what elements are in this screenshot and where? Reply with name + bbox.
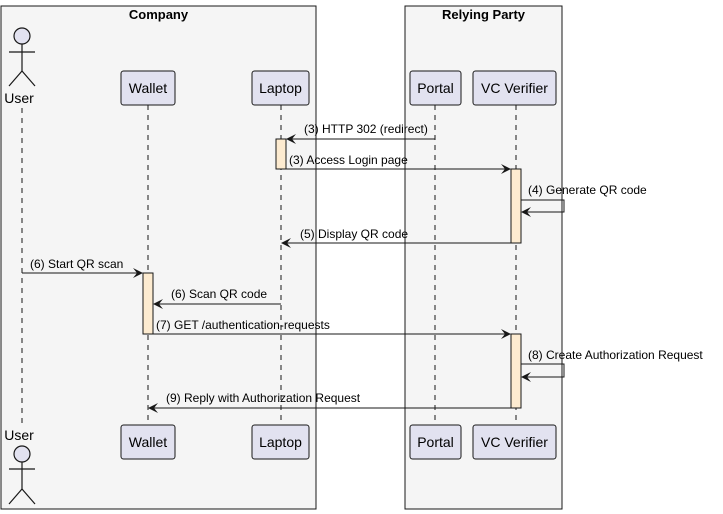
company-title: Company	[129, 7, 189, 22]
msg-display-qr-label: (5) Display QR code	[300, 227, 408, 241]
laptop-activation	[275, 138, 287, 170]
verifier-activation-1	[510, 168, 522, 244]
msg-generate-qr-arrow	[521, 199, 565, 217]
wallet-box-top	[120, 70, 176, 106]
user-actor-icon	[8, 27, 36, 87]
verifier-activation-2	[510, 333, 522, 409]
wallet-box-bottom	[120, 424, 176, 460]
msg-create-auth-request-arrow	[521, 363, 565, 382]
wallet-participant-bottom: Wallet	[120, 424, 176, 460]
laptop-participant-bottom: Laptop	[251, 424, 310, 460]
msg-access-login-label: (3) Access Login page	[289, 153, 408, 167]
msg-get-auth-requests-label: (7) GET /authentication-requests	[156, 318, 330, 332]
user-label-top: User	[4, 90, 34, 106]
wallet-label-top: Wallet	[129, 80, 167, 96]
verifier-participant-top: VC Verifier	[472, 70, 557, 106]
portal-participant-top: Portal	[409, 70, 462, 106]
user-actor-top: User	[4, 27, 36, 106]
msg-scan-qr-label: (6) Scan QR code	[171, 287, 267, 301]
wallet-participant-top: Wallet	[120, 70, 176, 106]
laptop-box-top	[251, 70, 310, 106]
activation-bars	[142, 138, 522, 409]
msg-generate-qr-label: (4) Generate QR code	[528, 183, 647, 197]
msg-start-qr-scan-label: (6) Start QR scan	[30, 257, 123, 271]
relying-party-title: Relying Party	[442, 7, 526, 22]
user-label-bottom: User	[4, 427, 34, 443]
user-actor-icon-bottom	[8, 445, 36, 505]
wallet-activation	[142, 272, 154, 335]
portal-participant-bottom: Portal	[409, 424, 462, 460]
message-labels: (3) HTTP 302 (redirect) (3) Access Login…	[30, 122, 703, 405]
laptop-participant-top: Laptop	[251, 70, 310, 106]
verifier-participant-bottom: VC Verifier	[472, 424, 557, 460]
portal-box-top	[409, 70, 462, 106]
verifier-label-bottom: VC Verifier	[481, 434, 548, 450]
laptop-label-bottom: Laptop	[259, 434, 302, 450]
msg-create-auth-request-label: (8) Create Authorization Request	[528, 348, 703, 362]
portal-label-bottom: Portal	[417, 434, 454, 450]
verifier-box-bottom	[472, 424, 557, 460]
msg-http-302-label: (3) HTTP 302 (redirect)	[304, 122, 428, 136]
user-actor-bottom: User	[4, 427, 36, 505]
laptop-box-bottom	[251, 424, 310, 460]
portal-label-top: Portal	[417, 80, 454, 96]
portal-box-bottom	[409, 424, 462, 460]
verifier-box-top	[472, 70, 557, 106]
messages	[22, 134, 565, 413]
msg-reply-auth-request-label: (9) Reply with Authorization Request	[166, 391, 361, 405]
laptop-label-top: Laptop	[259, 80, 302, 96]
wallet-label-bottom: Wallet	[129, 434, 167, 450]
verifier-label-top: VC Verifier	[481, 80, 548, 96]
